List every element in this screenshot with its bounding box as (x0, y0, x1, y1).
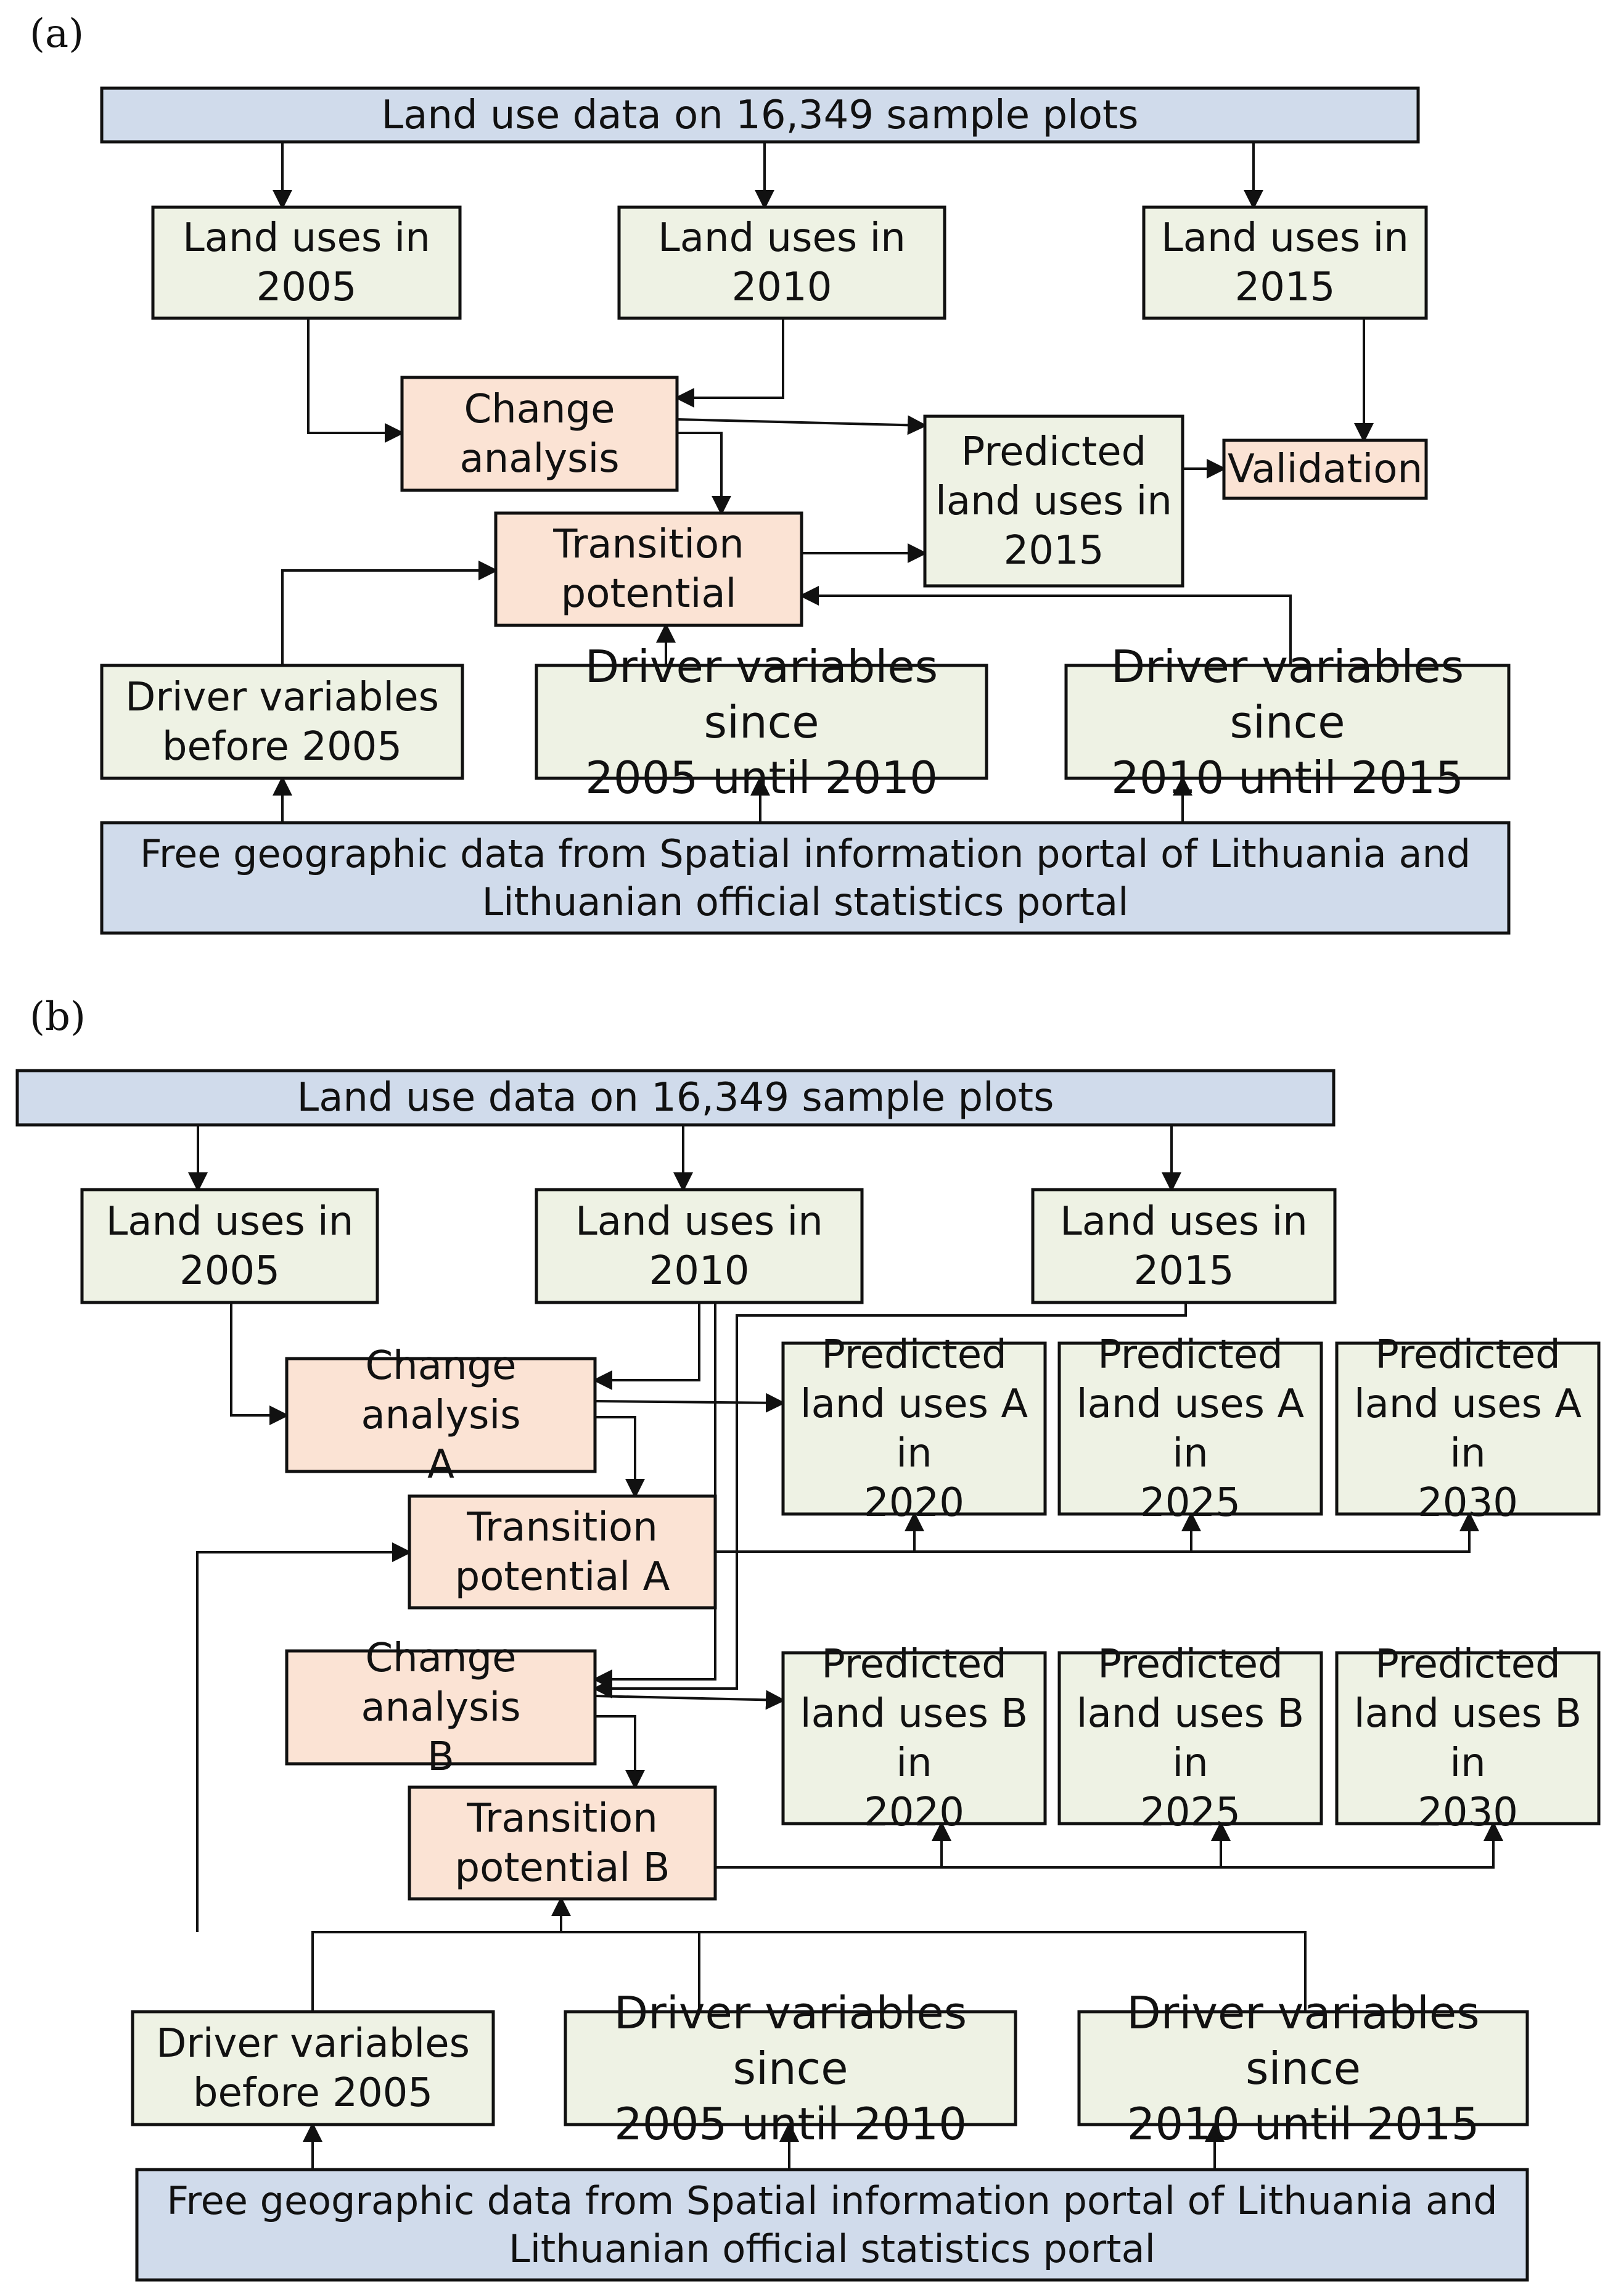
b-pA2020-box (781, 1341, 1047, 1516)
b-pA2025-box (1057, 1341, 1323, 1516)
connector-arrow-36 (196, 1542, 412, 1932)
b-drv2-box (564, 2010, 1017, 2126)
connector-arrow-4 (307, 318, 404, 443)
a-pred-box (923, 414, 1184, 588)
connector-arrow-37 (311, 1931, 1307, 2012)
connector-arrow-20 (230, 1302, 289, 1425)
a-trans-box (494, 511, 803, 627)
connector-arrow-22 (593, 1302, 716, 1689)
connector-arrow-30 (594, 1690, 786, 1710)
a-data-box (100, 86, 1420, 144)
a-geo-box (100, 821, 1511, 935)
connector-arrow-32 (715, 1824, 1495, 1869)
connector-arrow-24 (594, 1393, 786, 1413)
a-drv3-box (1064, 664, 1511, 780)
b-lu2010-box (535, 1188, 864, 1304)
b-transB-box (408, 1785, 717, 1901)
b-pB2025-box (1057, 1651, 1323, 1825)
connector-arrow-26 (715, 1514, 1471, 1553)
a-change-box (400, 376, 679, 492)
panel-b-label: (b) (30, 994, 86, 1040)
connector-arrow-5 (675, 318, 784, 408)
a-valid-box (1222, 438, 1428, 500)
b-lu2015-box (1031, 1188, 1337, 1304)
b-transA-box (408, 1494, 717, 1610)
connector-arrow-6 (676, 415, 927, 435)
b-lu2005-box (80, 1188, 379, 1304)
b-changeA-box (285, 1357, 597, 1473)
a-lu2010-box (617, 205, 946, 320)
b-pB2020-box (781, 1651, 1047, 1825)
connector-arrow-23 (593, 1302, 1187, 1698)
connector-arrow-21 (593, 1302, 700, 1390)
b-pB2030-box (1335, 1651, 1601, 1825)
a-lu2015-box (1142, 205, 1428, 320)
connector-arrow-11 (281, 561, 498, 665)
a-lu2005-box (151, 205, 462, 320)
panel-a-label: (a) (30, 11, 84, 57)
b-geo-box (135, 2168, 1529, 2282)
b-drv3-box (1077, 2010, 1529, 2126)
b-drv1-box (131, 2010, 495, 2126)
a-drv2-box (535, 664, 988, 780)
connector-arrow-7 (677, 432, 731, 516)
a-drv1-box (100, 664, 464, 780)
b-data-box (15, 1069, 1336, 1127)
connector-arrow-31 (595, 1715, 645, 1790)
connector-arrow-25 (595, 1416, 645, 1499)
b-changeB-box (285, 1649, 597, 1766)
connector-arrow-13 (799, 586, 1292, 665)
b-pA2030-box (1335, 1341, 1601, 1516)
